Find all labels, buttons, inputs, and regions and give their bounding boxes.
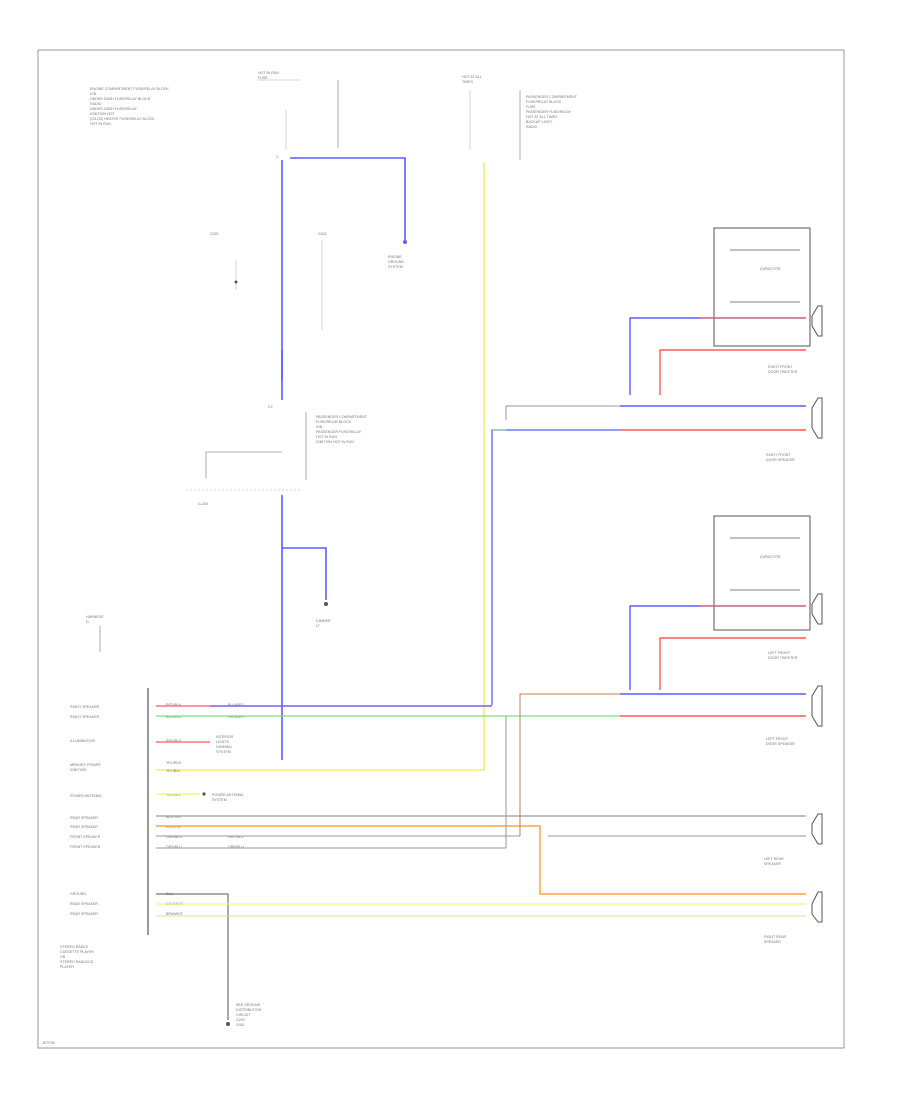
wire-blue-rf: [491, 429, 620, 705]
wire-label-4: YEL/RED: [166, 761, 182, 765]
ground-label: G-200: [198, 502, 208, 506]
wire-label-2b: GRN/WHT: [228, 715, 246, 719]
capacitor-label-2: CAPACITOR: [760, 555, 781, 559]
wire-label-3: RED/BLK: [166, 739, 182, 743]
wire-label-8: ORN/BLU: [166, 835, 182, 839]
page-code: JK7P36: [42, 1041, 55, 1045]
diagram-border: [37, 49, 845, 1049]
speaker-icon: [811, 593, 823, 625]
wire-label-12: BRN/WHT: [166, 912, 184, 916]
pin-label-2: RIGHT SPEAKER: [70, 715, 99, 719]
pin-label-1: RIGHT SPEAKER: [70, 705, 99, 709]
fuse-pin-a: C: [276, 155, 279, 159]
engine-ground-point: [403, 240, 407, 244]
conn-label-2: G301: [318, 232, 327, 236]
wire-yellow-main: [156, 162, 485, 771]
speaker-icon: [811, 685, 823, 727]
pin-label-6: REAR SPEAKER: [70, 816, 98, 820]
wire-label-1b: BLU/RED: [228, 703, 244, 707]
wire-label-6: BLU/YEL: [166, 815, 181, 819]
wire-label-2: BLU/RED: [166, 715, 182, 719]
pin-label-8: FRONT SPEAKER: [70, 835, 101, 839]
conn-label-1: G201: [210, 232, 219, 236]
pin-label-11: REAR SPEAKER: [70, 902, 98, 906]
wire-label-9: GRY/BLU: [166, 845, 182, 849]
wire-blue-branch: [282, 547, 327, 600]
pin-label-12: REAR SPEAKER: [70, 912, 98, 916]
wire-label-1: RED/BLK: [166, 703, 182, 707]
capacitor-label-1: CAPACITOR: [760, 267, 781, 271]
wire-label-9b: ORN/BLU: [228, 845, 244, 849]
pin-label-5: POWER ANTENNA: [70, 794, 102, 798]
wire-blue-top-right: [290, 157, 406, 240]
dimmer-point: [324, 602, 328, 606]
speaker-icon: [811, 813, 823, 845]
wire-label-8b: GRY/BLU: [228, 835, 244, 839]
speaker-icon: [811, 397, 823, 439]
pin-label-9: FRONT SPEAKER: [70, 845, 101, 849]
pin-label-7: REAR SPEAKER: [70, 825, 98, 829]
wire-label-4b: YEL/BLK: [166, 769, 181, 773]
pin-label-10: GROUND: [70, 892, 86, 896]
pin-label-3: ILLUMINATION: [70, 739, 95, 743]
wire-gray-rf: [505, 405, 620, 420]
conn-label-3: C2: [268, 405, 273, 409]
speaker-icon: [811, 305, 823, 337]
speaker-icon: [811, 891, 823, 923]
wire-label-7: RED/YEL: [166, 825, 181, 829]
wire-label-5: YEL/WHT: [166, 793, 183, 797]
